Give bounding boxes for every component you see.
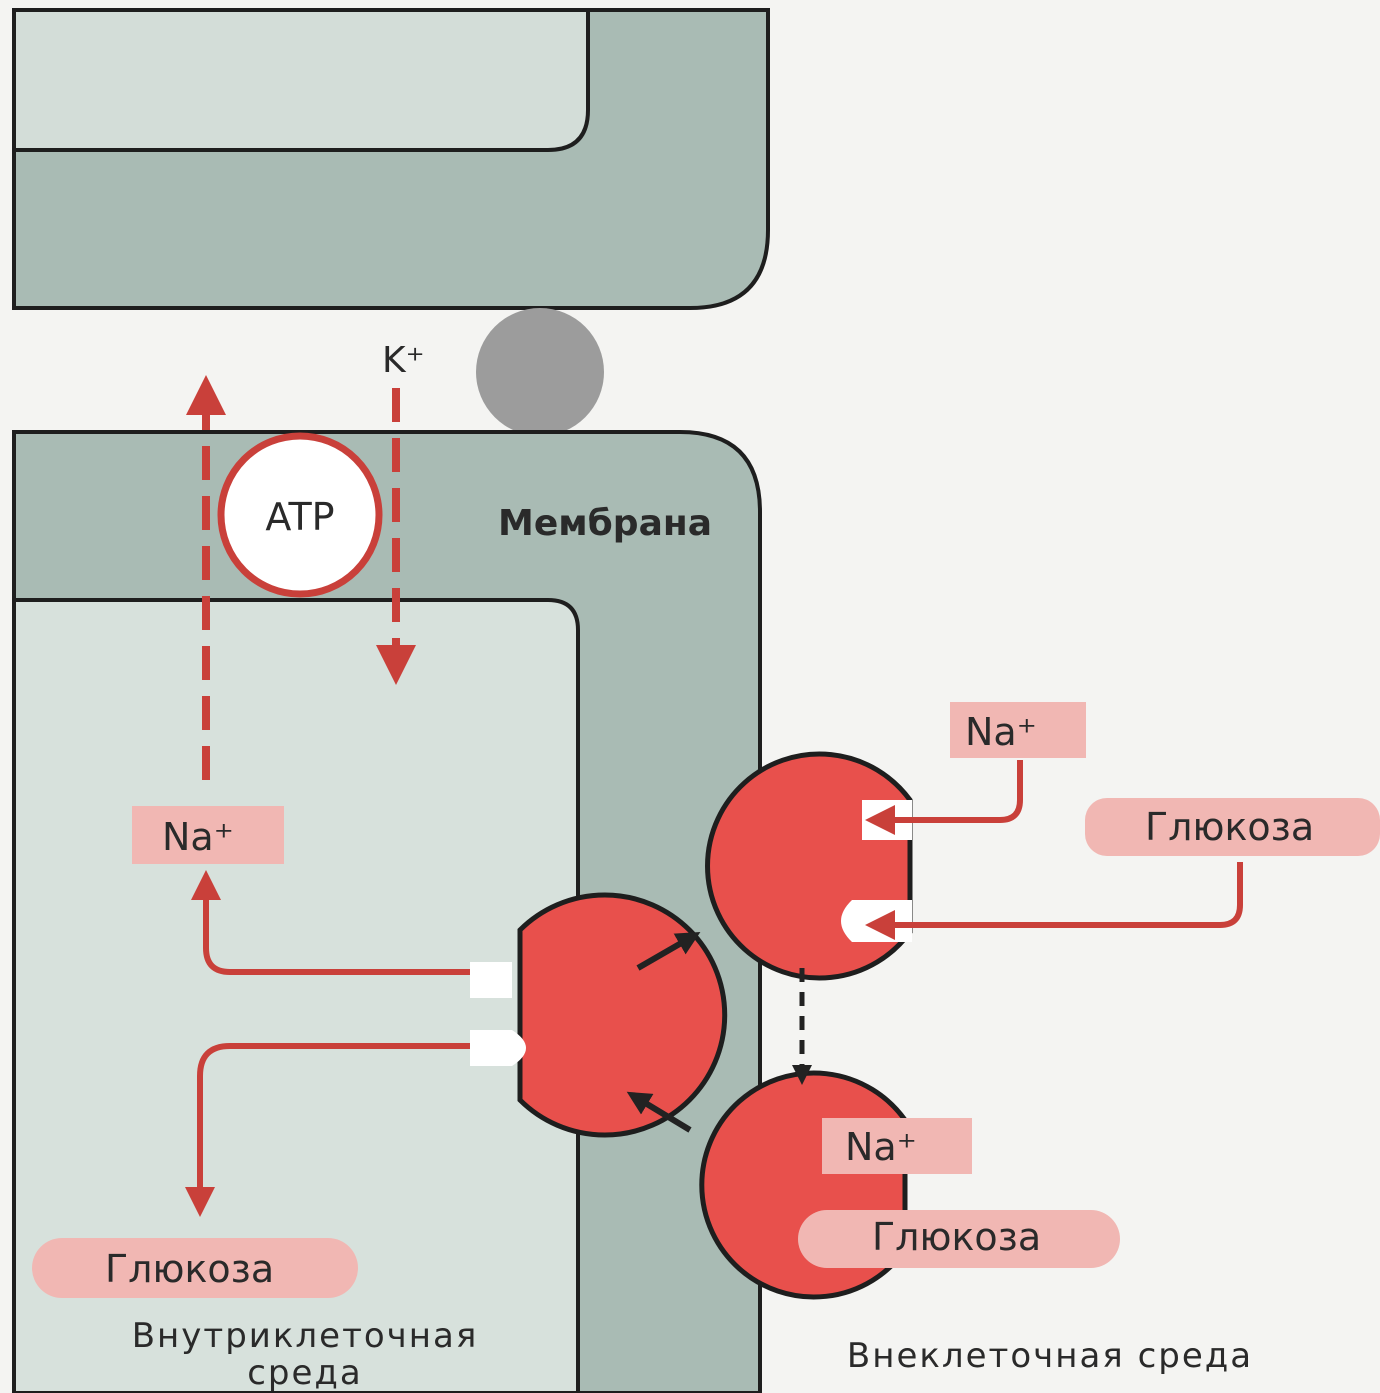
sodium-inside-label: Na⁺ xyxy=(162,815,234,859)
intracellular-label-line2: среда xyxy=(247,1353,363,1393)
atp-pump xyxy=(217,432,383,598)
glucose-inside-label: Глюкоза xyxy=(105,1247,274,1291)
membrane-label: Мембрана xyxy=(498,503,712,544)
sodium-bound-box xyxy=(822,1118,972,1174)
sodium-inside-box xyxy=(132,806,284,864)
glucose-uptake-arrow xyxy=(865,862,1243,940)
glucose-outside-label: Глюкоза xyxy=(1145,805,1314,849)
junction-protein xyxy=(476,308,604,436)
sodium-bound-label: Na⁺ xyxy=(845,1125,917,1169)
sodium-outside-label: Na⁺ xyxy=(965,710,1037,754)
glucose-bound-label: Глюкоза xyxy=(872,1215,1041,1259)
carrier-outer-glucose-slot xyxy=(841,900,912,942)
cycle-arrow-flip xyxy=(626,1091,692,1133)
glucose-outside-box xyxy=(1085,798,1380,856)
carrier-inner xyxy=(517,892,728,1138)
glucose-release-arrow xyxy=(185,1043,478,1217)
carrier-inner-glucose-slot xyxy=(470,1030,526,1066)
sodium-uptake-arrow xyxy=(865,760,1023,835)
intracellular-label-line1: Внутриклеточная xyxy=(132,1316,479,1356)
carrier-inner-sodium-slot xyxy=(470,962,512,998)
potassium-label: K⁺ xyxy=(382,340,425,381)
sodium-release-arrow xyxy=(191,870,470,975)
glucose-bound-box xyxy=(798,1210,1120,1268)
atp-label: ATP xyxy=(265,495,334,539)
sodium-outside-box xyxy=(950,702,1086,758)
extracellular-label: Внеклеточная среда xyxy=(847,1336,1253,1376)
glucose-inside-box xyxy=(32,1238,358,1298)
cycle-arrow-open xyxy=(636,932,701,971)
upper-cell xyxy=(12,8,770,310)
carrier-outer-open xyxy=(705,751,913,981)
